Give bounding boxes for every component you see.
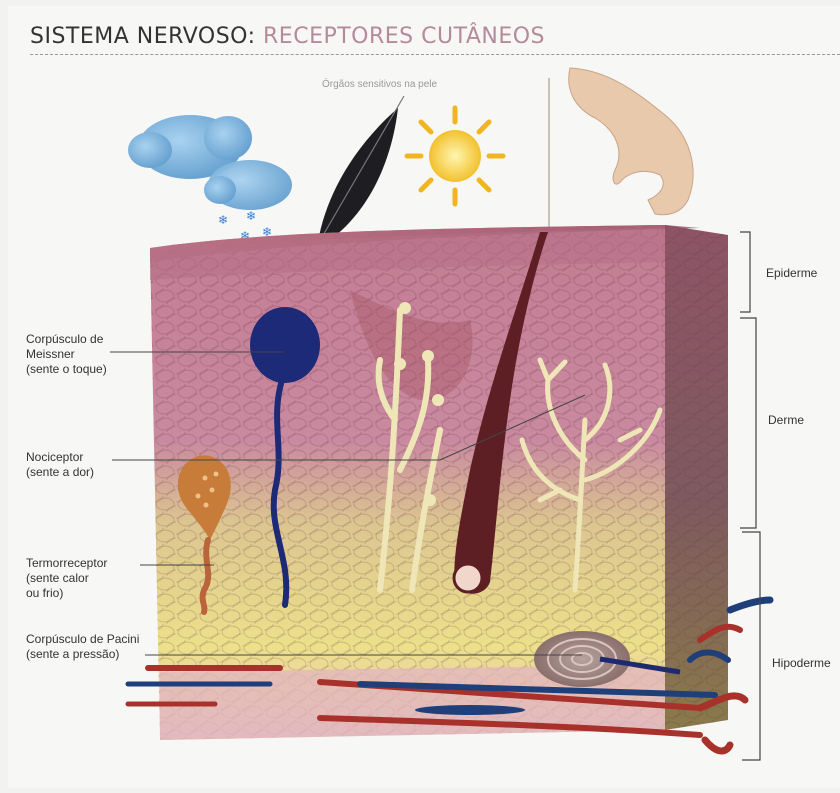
termorreceptor-label-line: (sente calor [26,571,107,586]
termorreceptor-label-line: Termorreceptor [26,556,107,571]
feather-icon [318,96,404,244]
nociceptor-label: Nociceptor (sente a dor) [26,450,94,480]
epiderme-label: Epiderme [766,266,817,281]
pacini-label: Corpúsculo de Pacini (sente a pressão) [26,632,139,662]
pacini-label-line: (sente a pressão) [26,647,139,662]
termorreceptor-label-line: ou frio) [26,586,107,601]
nociceptor-label-line: Nociceptor [26,450,94,465]
meissner-label-line: (sente o toque) [26,362,107,377]
svg-text:❄: ❄ [218,213,228,227]
svg-text:❄: ❄ [246,209,256,223]
sun-icon [407,108,503,204]
pacini-label-line: Corpúsculo de Pacini [26,632,139,647]
meissner-label-line: Meissner [26,347,107,362]
hand-icon [569,68,693,215]
meissner-label-line: Corpúsculo de [26,332,107,347]
nociceptor-label-line: (sente a dor) [26,465,94,480]
termorreceptor-label: Termorreceptor (sente calor ou frio) [26,556,107,601]
cloud-icon [128,115,292,210]
layer-brackets [740,232,760,760]
derme-label: Derme [768,413,804,428]
meissner-label: Corpúsculo de Meissner (sente o toque) [26,332,107,377]
hipoderme-label: Hipoderme [772,656,831,671]
